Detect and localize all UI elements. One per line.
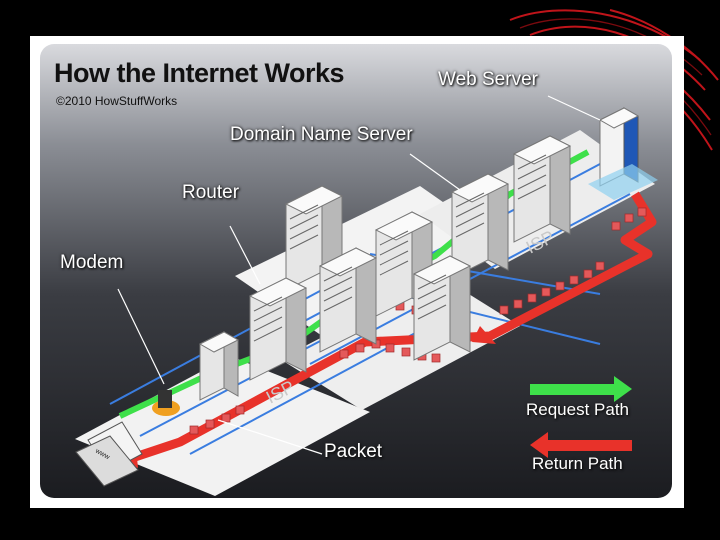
router-pointer-line — [229, 225, 261, 285]
return-path-label: Return Path — [532, 454, 623, 473]
web-server-label: Web Server — [438, 69, 538, 90]
server-rack — [318, 247, 378, 353]
copyright-text: ©2010 HowStuffWorks — [56, 94, 178, 108]
server-rack — [512, 135, 572, 243]
modem-rack — [198, 331, 240, 401]
diagram-panel: ISP ISP www How the Internet Works ©2010… — [40, 44, 672, 498]
network-diagram: ISP ISP www — [75, 95, 658, 496]
server-racks — [198, 107, 658, 401]
computer-icon — [75, 421, 143, 487]
return-arrowhead-mid-icon — [472, 326, 496, 344]
diagram-title: How the Internet Works — [54, 58, 345, 88]
packet-label: Packet — [324, 441, 383, 462]
web-server-pointer-line — [547, 95, 601, 121]
dns-pointer-line — [409, 153, 461, 191]
server-rack — [284, 185, 344, 291]
router-label: Router — [182, 182, 240, 203]
request-path-label: Request Path — [526, 400, 630, 419]
modem-label: Modem — [60, 252, 124, 273]
modem-pointer-line — [117, 288, 165, 385]
packet-pointer-line — [217, 419, 323, 455]
dns-label: Domain Name Server — [230, 124, 413, 145]
request-legend-arrow — [530, 376, 632, 402]
server-rack — [412, 255, 472, 361]
return-legend-arrow — [530, 432, 632, 458]
web-server-tower — [588, 107, 658, 200]
modem-device-icon — [152, 390, 180, 416]
server-rack — [248, 277, 308, 381]
server-rack — [450, 173, 510, 279]
diagram-frame: ISP ISP www How the Internet Works ©2010… — [30, 36, 684, 508]
lan-platform — [75, 356, 370, 496]
